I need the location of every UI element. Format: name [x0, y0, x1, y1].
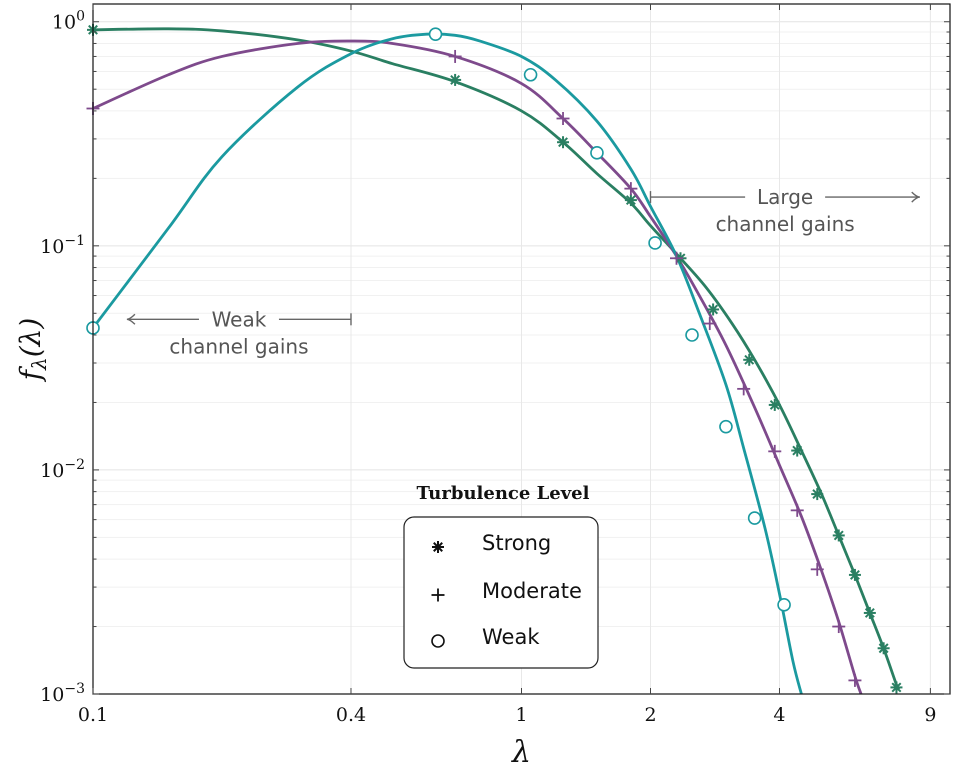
- marker-moderate: [703, 317, 717, 331]
- legend-marker-strong: [432, 541, 444, 553]
- legend-box: [403, 516, 599, 669]
- series-line-weak: [93, 32, 803, 694]
- x-tick-label: 9: [924, 704, 936, 726]
- annotation-weak-channel-gains: Weak channel gains: [126, 307, 352, 358]
- marker-moderate: [810, 562, 824, 576]
- legend-marker-weak: [431, 634, 445, 648]
- axis-ticks: [92, 4, 950, 695]
- marker-weak: [648, 236, 662, 250]
- marker-strong: [768, 398, 781, 411]
- legend-entry-strong: Strong: [432, 531, 551, 555]
- y-tick-label: 10−1: [40, 233, 85, 258]
- y-tick-label: 100: [52, 9, 85, 34]
- x-tick-label: 4: [773, 704, 785, 726]
- marker-weak: [719, 419, 733, 434]
- legend-entry-weak: Weak: [431, 625, 540, 649]
- marker-weak: [523, 67, 538, 82]
- legend-title: Turbulence Level: [417, 483, 590, 504]
- series-line-moderate: [93, 39, 863, 694]
- marker-weak: [777, 598, 791, 612]
- annotation-text-line1: Weak: [212, 307, 267, 331]
- marker-strong: [707, 303, 720, 316]
- legend-label-moderate: Moderate: [482, 579, 582, 603]
- marker-weak: [685, 328, 699, 342]
- marker-moderate: [790, 503, 804, 517]
- marker-moderate: [624, 182, 638, 196]
- marker-strong: [877, 642, 890, 655]
- marker-strong: [743, 353, 756, 366]
- y-axis-label: fλ(λ): [14, 318, 51, 383]
- legend-marker-moderate: [431, 588, 445, 602]
- marker-weak: [428, 27, 443, 41]
- annotation-text-line2: channel gains: [716, 212, 855, 236]
- legend-entry-moderate: Moderate: [431, 579, 582, 603]
- marker-strong: [557, 136, 570, 149]
- annotations: Weak channel gains Large channel gains: [126, 185, 920, 358]
- annotation-text-line2: channel gains: [169, 334, 308, 358]
- marker-weak: [747, 511, 762, 525]
- marker-strong: [624, 194, 637, 207]
- y-tick-label: 10−2: [40, 457, 85, 482]
- tick-labels: 0.1 0.4 1 2 4 9 100 10−1 10−2 10−3: [40, 9, 936, 726]
- marker-strong: [811, 488, 824, 501]
- marker-moderate: [768, 444, 782, 458]
- x-tick-label: 2: [644, 704, 656, 726]
- marker-moderate: [556, 112, 570, 126]
- marker-moderate: [848, 673, 862, 687]
- marker-moderate: [832, 620, 846, 634]
- marker-strong: [848, 568, 861, 581]
- legend-label-weak: Weak: [482, 625, 540, 649]
- x-axis-label: λ: [511, 735, 531, 770]
- series-markers: [86, 23, 903, 694]
- legend-label-strong: Strong: [482, 531, 551, 555]
- x-tick-label: 1: [515, 704, 527, 726]
- marker-moderate: [670, 251, 684, 265]
- marker-strong: [832, 529, 845, 542]
- annotation-text-line1: Large: [757, 185, 813, 209]
- marker-weak: [590, 146, 604, 160]
- marker-moderate: [737, 382, 751, 396]
- x-tick-label: 0.4: [336, 704, 366, 726]
- marker-strong: [791, 444, 804, 457]
- y-tick-label: 10−3: [40, 681, 85, 706]
- marker-strong: [863, 606, 876, 619]
- marker-moderate: [448, 49, 462, 63]
- annotation-large-channel-gains: Large channel gains: [649, 185, 920, 236]
- marker-strong: [890, 681, 903, 694]
- x-tick-label: 0.1: [78, 704, 108, 726]
- annotation-arrowhead: [911, 191, 920, 203]
- marker-strong: [449, 73, 462, 86]
